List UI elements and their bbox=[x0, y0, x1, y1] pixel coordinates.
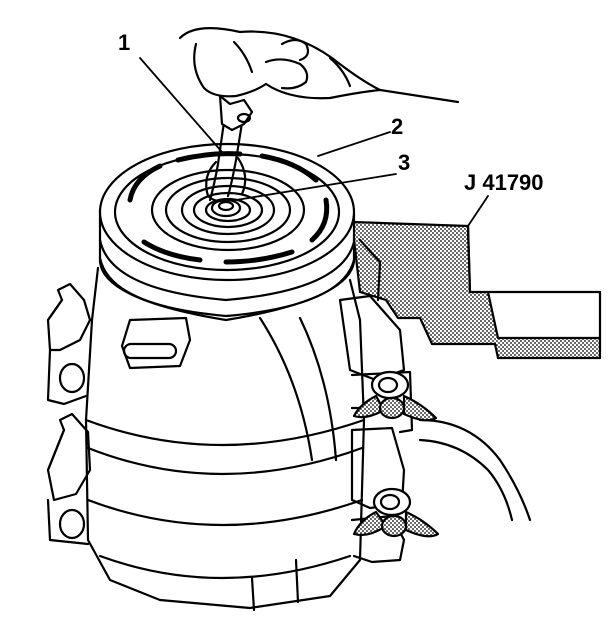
callout-tool-j41790: J 41790 bbox=[464, 170, 544, 195]
electrical-connector bbox=[120, 316, 192, 370]
callout-1: 1 bbox=[118, 30, 131, 55]
shaft-nut bbox=[210, 198, 242, 218]
leader-lines bbox=[139, 57, 489, 227]
mounting-ears bbox=[46, 282, 92, 546]
leader-3 bbox=[235, 173, 397, 201]
leader-1 bbox=[139, 57, 223, 153]
callout-2: 2 bbox=[391, 114, 404, 139]
holding-fixture bbox=[350, 220, 602, 360]
wing-nuts bbox=[352, 370, 440, 538]
clutch-pulley bbox=[98, 142, 356, 322]
leader-tool bbox=[467, 195, 489, 227]
leader-2 bbox=[317, 131, 391, 157]
technician-hand bbox=[178, 27, 460, 104]
callout-3: 3 bbox=[398, 150, 411, 175]
snap-ring-pliers bbox=[205, 94, 254, 203]
compressor-body bbox=[84, 266, 366, 612]
